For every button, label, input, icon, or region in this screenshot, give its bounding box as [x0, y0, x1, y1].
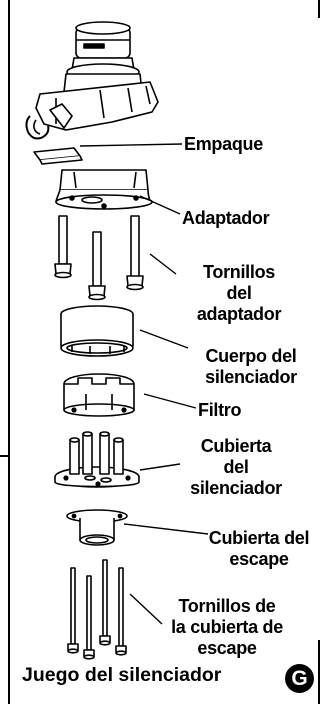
label-line: Cubierta: [200, 436, 272, 456]
label-line: Tornillos: [203, 262, 275, 282]
figure-title: Juego del silenciador: [22, 664, 222, 686]
label-line: Tornillos de: [178, 596, 276, 616]
exhaust-screws-leader-line: [129, 593, 163, 625]
label-exhaust-cover-screws: Tornillos de la cubierta de escape: [160, 596, 294, 659]
adapter-leader-line: [139, 195, 181, 215]
label-filter: Filtro: [198, 400, 242, 420]
muffler-body-leader-line: [139, 329, 189, 349]
exhaust-cover-leader-line: [123, 523, 209, 535]
label-line: la cubierta de: [171, 617, 283, 637]
muffler-cover-leader-line: [139, 463, 181, 471]
adapter: [55, 169, 153, 210]
label-line: escape: [197, 638, 257, 658]
muffler-body: [60, 305, 134, 357]
gasket-leader-line: [79, 143, 183, 147]
label-muffler-cover: Cubierta del silenciador: [180, 436, 292, 499]
frame-right-bottom-line: [318, 640, 320, 704]
gasket: [33, 147, 83, 165]
label-line: escape: [229, 549, 289, 569]
label-line: silenciador: [190, 478, 282, 498]
adapter-bolt: [54, 215, 72, 279]
label-gasket: Empaque: [184, 134, 263, 154]
engine-housing: [25, 21, 159, 140]
label-line: del: [223, 457, 249, 477]
label-exhaust-cover: Cubierta del escape: [198, 528, 320, 570]
label-adapter: Adaptador: [182, 208, 270, 228]
exhaust-screw: [67, 567, 79, 654]
label-line: silenciador: [205, 367, 297, 387]
adapter-bolts: [54, 215, 144, 301]
exhaust-cover: [66, 509, 128, 546]
label-adapter-bolts: Tornillos del adaptador: [178, 262, 300, 325]
label-muffler-body: Cuerpo del silenciador: [188, 346, 314, 388]
adapter-bolt: [88, 231, 106, 301]
label-line: adaptador: [196, 304, 282, 324]
exhaust-cover-screws: [67, 559, 127, 660]
figure-badge: G: [285, 664, 314, 693]
muffler-cover: [54, 431, 140, 488]
adapter-bolts-leader-line: [149, 253, 177, 275]
exhaust-screw: [99, 559, 111, 646]
frame-left-tick: [0, 455, 9, 457]
exhaust-screw: [83, 575, 95, 660]
filter-leader-line: [143, 393, 197, 409]
adapter-bolt: [126, 215, 144, 291]
exhaust-screw: [115, 567, 127, 656]
filter: [63, 373, 135, 417]
label-line: Cubierta del: [208, 528, 310, 548]
frame-right-top-line: [318, 0, 320, 18]
label-line: del: [226, 283, 252, 303]
frame-left-line: [8, 0, 10, 704]
label-line: Cuerpo del: [205, 346, 297, 366]
